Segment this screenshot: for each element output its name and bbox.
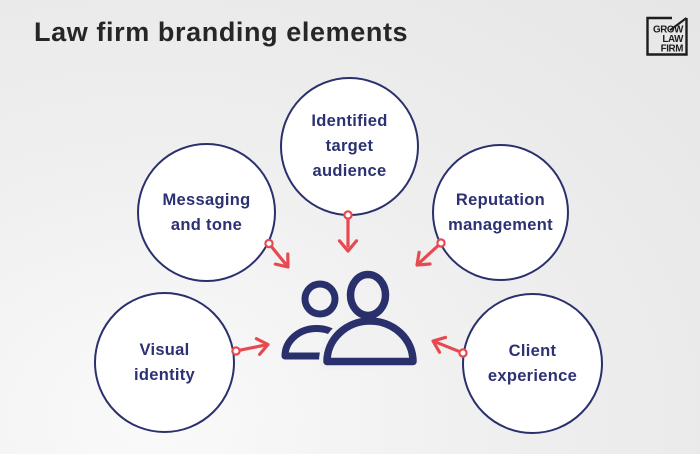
node-label: Visual identity — [133, 340, 196, 384]
logo-diagonal — [669, 17, 688, 32]
node-visual-identity: Visual identity — [94, 292, 235, 433]
people-icon — [281, 270, 421, 370]
arrow-from-identified-target-audience — [337, 210, 359, 253]
node-reputation-management: Reputation management — [432, 144, 569, 281]
logo-text-law: LAW — [662, 34, 684, 45]
node-messaging-and-tone: Messaging and tone — [137, 143, 276, 282]
logo-border — [646, 16, 688, 56]
logo-text-grow: GROW — [653, 25, 684, 36]
arrow-from-reputation-management — [415, 238, 446, 267]
node-label: Identified target audience — [311, 112, 388, 180]
arrow-from-visual-identity — [231, 337, 270, 356]
node-label: Messaging and tone — [162, 190, 251, 234]
node-label: Reputation management — [448, 190, 553, 234]
logo-text-firm: FIRM — [661, 43, 684, 54]
node-identified-target-audience: Identified target audience — [280, 77, 419, 216]
node-client-experience: Client experience — [462, 293, 603, 434]
arrow-from-messaging-and-tone — [264, 238, 290, 269]
arrow-from-client-experience — [431, 335, 468, 358]
page-title: Law firm branding elements — [34, 17, 409, 47]
node-label: Client experience — [487, 341, 578, 385]
grow-law-firm-logo: GROW LAW FIRM — [646, 16, 688, 56]
